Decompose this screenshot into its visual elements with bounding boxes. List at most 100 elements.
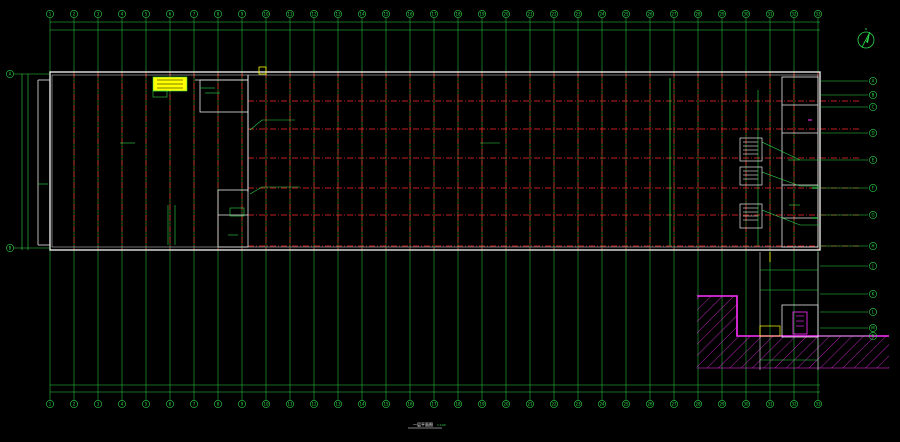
- row-bubble-label: H: [871, 243, 874, 248]
- column-bubble-label: 6: [169, 401, 172, 406]
- column-bubble: [358, 400, 366, 408]
- row-bubble-label: K: [872, 291, 875, 296]
- column-bubble-label: 18: [455, 11, 461, 16]
- row-bubble-label: M: [871, 325, 875, 330]
- row-bubble-label: B: [872, 92, 875, 97]
- column-bubble-label: 1: [49, 401, 52, 406]
- column-bubble: [694, 400, 702, 408]
- column-bubble-label: 14: [359, 401, 365, 406]
- column-bubble: [262, 400, 270, 408]
- column-bubble: [742, 10, 750, 18]
- north-label: N: [865, 27, 867, 31]
- column-bubble-label: 33: [815, 401, 821, 406]
- column-bubble: [238, 400, 246, 408]
- column-bubble-label: 13: [335, 11, 341, 16]
- column-bubble-label: 22: [551, 401, 557, 406]
- row-bubbles-left: AB: [6, 70, 50, 252]
- column-bubble-label: 9: [241, 11, 244, 16]
- column-bubble-label: 29: [719, 11, 725, 16]
- column-bubble-label: 21: [527, 401, 533, 406]
- column-bubble-label: 15: [383, 11, 389, 16]
- row-bubble: [6, 244, 14, 252]
- column-bubble: [190, 400, 198, 408]
- row-bubble-label: N: [872, 333, 875, 338]
- column-bubble: [598, 400, 606, 408]
- column-bubble: [94, 10, 102, 18]
- column-bubble: [286, 10, 294, 18]
- column-bubble: [430, 10, 438, 18]
- column-bubble-label: 23: [575, 11, 581, 16]
- column-bubble-label: 9: [241, 401, 244, 406]
- column-bubble: [622, 400, 630, 408]
- column-bubble-label: 32: [791, 11, 797, 16]
- column-bubble: [766, 400, 774, 408]
- column-bubble: [478, 10, 486, 18]
- row-bubble: [6, 70, 14, 78]
- drawing-title: 一层平面图: [413, 421, 433, 427]
- column-bubble: [214, 10, 222, 18]
- row-bubble-label: D: [871, 130, 874, 135]
- column-bubble: [598, 10, 606, 18]
- column-bubble-label: 30: [743, 11, 749, 16]
- row-bubble-label: J: [871, 263, 873, 268]
- column-bubble: [358, 10, 366, 18]
- row-bubble-label: C: [872, 104, 875, 109]
- column-marker: [258, 66, 267, 75]
- column-bubble-label: 31: [767, 401, 773, 406]
- column-bubble: [142, 400, 150, 408]
- column-bubble: [454, 400, 462, 408]
- column-bubble-label: 7: [193, 401, 196, 406]
- column-bubble: [478, 400, 486, 408]
- note-boxes: [739, 119, 818, 229]
- column-bubble-label: 5: [145, 11, 148, 16]
- column-bubble-label: 24: [599, 401, 605, 406]
- column-bubble-label: 27: [671, 401, 677, 406]
- column-bubble-label: 19: [479, 401, 485, 406]
- legend-block: [152, 76, 188, 98]
- row-bubble: [869, 308, 877, 316]
- column-bubble-label: 31: [767, 11, 773, 16]
- north-arrow-icon: [857, 31, 875, 49]
- column-bubble-label: 3: [97, 401, 100, 406]
- column-bubble-label: 3: [97, 11, 100, 16]
- column-bubble-label: 20: [503, 401, 509, 406]
- column-bubble: [166, 400, 174, 408]
- column-bubble-label: 23: [575, 401, 581, 406]
- column-bubble: [310, 400, 318, 408]
- column-bubble: [526, 10, 534, 18]
- column-bubble-label: 21: [527, 11, 533, 16]
- column-bubble: [190, 10, 198, 18]
- row-bubble-label: E: [872, 157, 875, 162]
- column-bubble: [382, 10, 390, 18]
- column-bubble: [454, 10, 462, 18]
- column-bubble: [286, 400, 294, 408]
- column-bubble: [814, 400, 822, 408]
- column-bubble: [406, 10, 414, 18]
- row-bubble-label: B: [9, 245, 12, 250]
- column-bubble-label: 20: [503, 11, 509, 16]
- column-bubble: [766, 10, 774, 18]
- column-bubble: [622, 10, 630, 18]
- column-bubble: [70, 10, 78, 18]
- column-bubble-label: 4: [121, 401, 124, 406]
- column-bubble-label: 27: [671, 11, 677, 16]
- column-bubble: [574, 10, 582, 18]
- column-bubble: [790, 10, 798, 18]
- column-bubble-label: 28: [695, 11, 701, 16]
- column-bubble-label: 17: [431, 11, 437, 16]
- column-bubble: [166, 10, 174, 18]
- row-bubble-label: A: [9, 71, 12, 76]
- column-bubble: [526, 400, 534, 408]
- row-bubble: [869, 184, 877, 192]
- column-bubble-label: 11: [287, 11, 293, 16]
- row-bubble: [869, 156, 877, 164]
- column-bubble-label: 19: [479, 11, 485, 16]
- column-bubble-label: 26: [647, 401, 653, 406]
- column-bubble: [70, 400, 78, 408]
- row-bubble: [869, 77, 877, 85]
- column-bubble-label: 8: [217, 401, 220, 406]
- row-bubble: [869, 103, 877, 111]
- column-bubble: [502, 400, 510, 408]
